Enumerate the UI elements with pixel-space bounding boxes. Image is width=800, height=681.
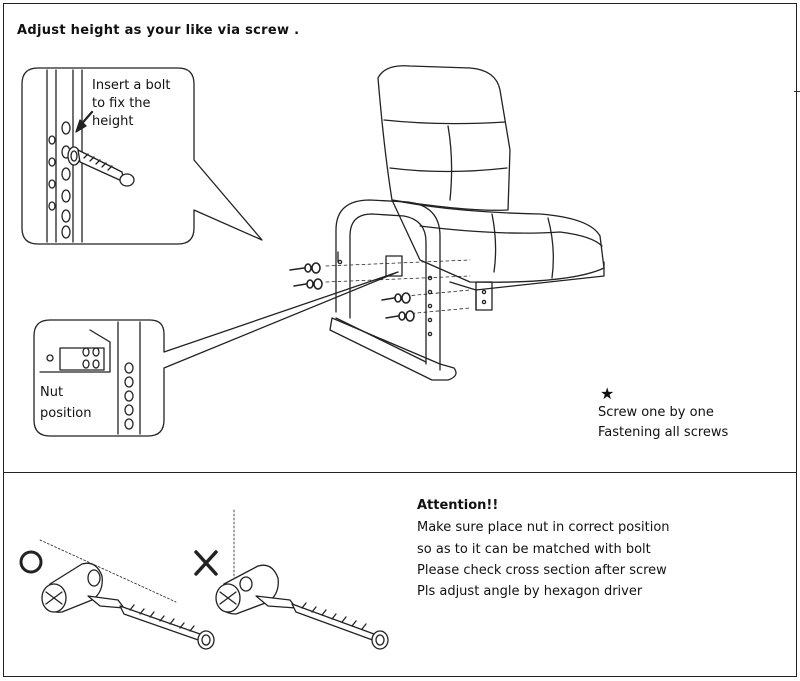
attention-line-1: Make sure place nut in correct position	[417, 520, 670, 535]
chair-drawing	[325, 65, 605, 381]
instruction-title: Adjust height as your like via screw .	[17, 23, 300, 38]
screw-note-line-2: Fastening all screws	[598, 425, 729, 440]
attention-line-4: Pls adjust angle by hexagon driver	[417, 584, 643, 599]
nut-position-callout	[33, 271, 399, 437]
edge-divider	[794, 91, 800, 92]
attention-line-2: so as to it can be matched with bolt	[417, 542, 651, 557]
nut-callout-text: Nut position	[40, 385, 92, 421]
top-instruction-panel	[3, 3, 797, 473]
bolt-callout-text: Insert a bolt to fix the height	[92, 78, 171, 129]
wrong-orientation-diagram	[194, 509, 389, 650]
attention-line-3: Please check cross section after screw	[417, 563, 667, 578]
bottom-attention-panel	[3, 473, 797, 677]
correct-orientation-diagram	[19, 539, 215, 650]
star-icon: ★	[600, 384, 615, 403]
bolt-detail-callout	[21, 67, 263, 245]
attention-title: Attention!!	[417, 498, 499, 513]
screw-note-line-1: Screw one by one	[598, 405, 714, 420]
loose-bolts	[289, 262, 415, 322]
